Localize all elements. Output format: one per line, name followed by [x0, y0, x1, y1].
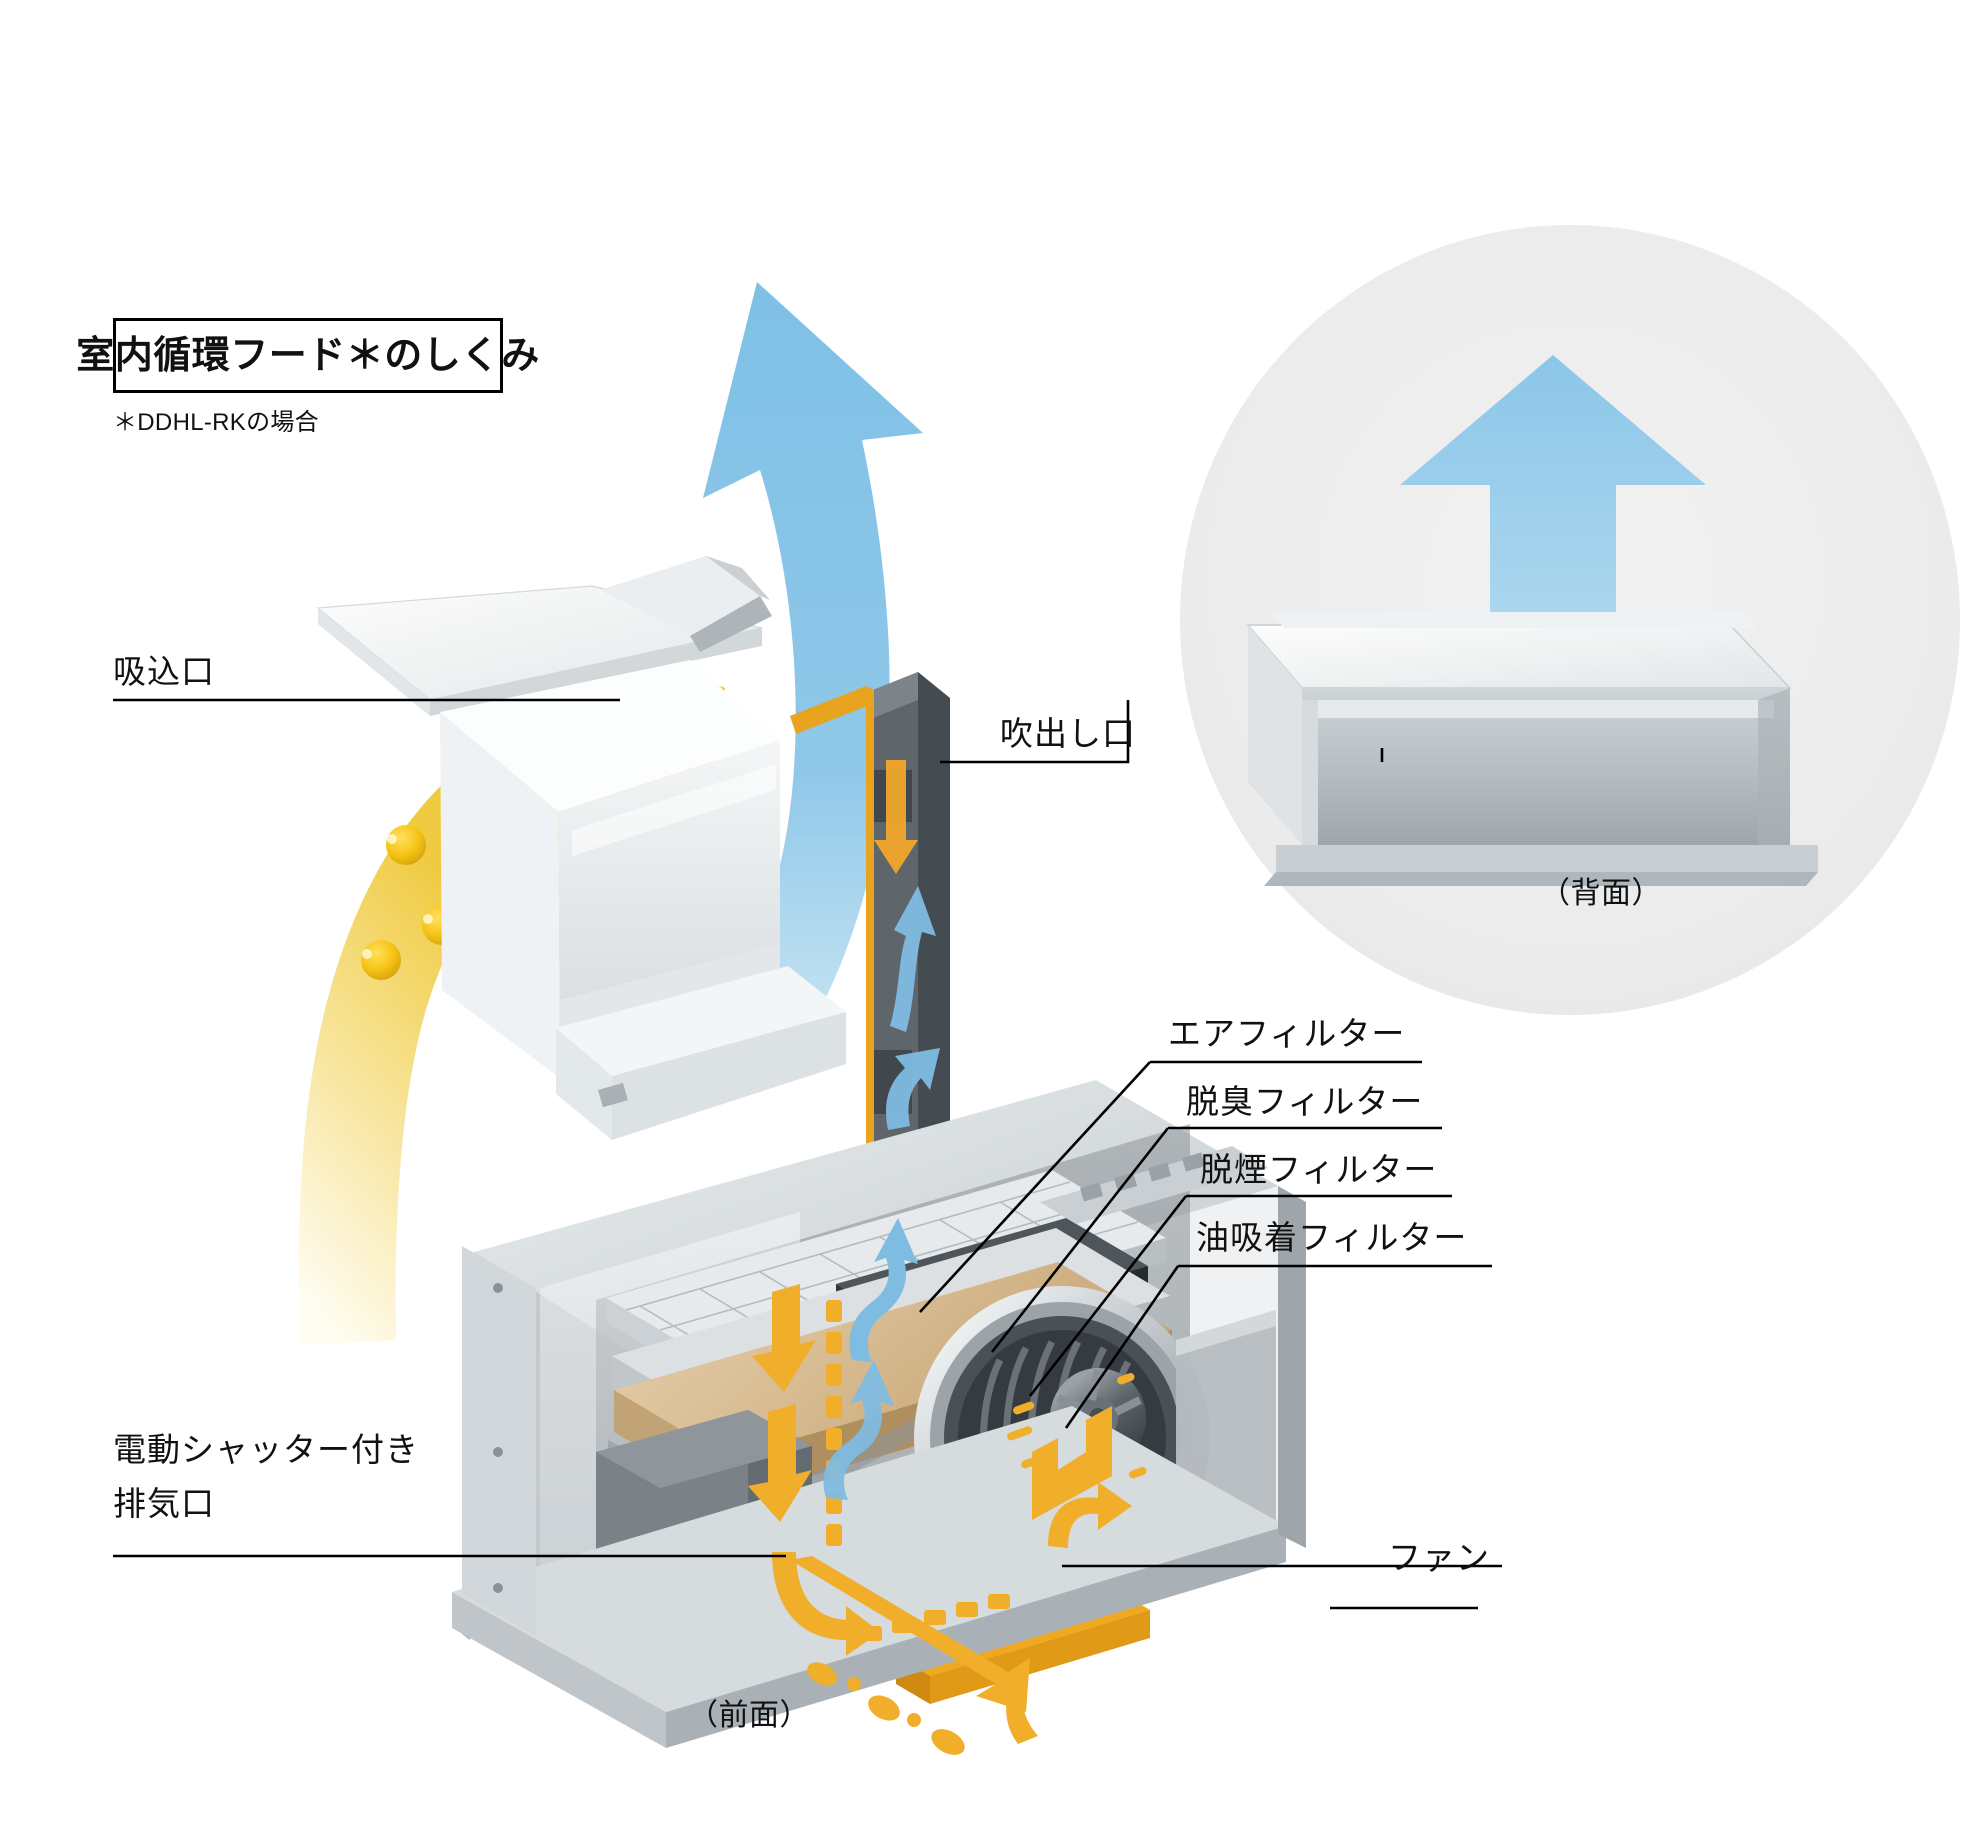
page-title: 室内循環フード＊のしくみ [76, 334, 540, 377]
leader-deodor [990, 1127, 1170, 1353]
label-fan: ファン [1388, 1539, 1490, 1576]
label-air-filter: エアフィルター [1168, 1015, 1406, 1052]
label-outlet: 吹出し口 [1000, 715, 1136, 752]
label-exhaust-shutter-line2: 排気口 [113, 1485, 215, 1522]
leader-outlet [940, 700, 1130, 764]
label-oil-adsorption-filter: 油吸着フィルター [1196, 1219, 1468, 1256]
internal-flow-arrows [748, 1218, 1147, 1755]
label-deodorizing-filter: 脱臭フィルター [1186, 1083, 1424, 1120]
label-intake: 吸込口 [113, 653, 215, 690]
leader-oil [1064, 1265, 1180, 1429]
hood-canopy [316, 556, 846, 1140]
motor-deck-detail [1040, 1146, 1268, 1224]
caption-front-view: （前面） [688, 1699, 810, 1732]
rear-arrow-icon [1400, 355, 1706, 800]
title-note: ＊DDHL-RKの場合 [113, 409, 319, 436]
title-box: 室内循環フード＊のしくみ [76, 318, 539, 393]
leader-desmoke [1028, 1195, 1188, 1397]
label-desmoking-filter: 脱煙フィルター [1200, 1151, 1438, 1188]
label-exhaust-shutter-line1: 電動シャッター付き [113, 1431, 419, 1468]
rear-hood-body [1246, 612, 1818, 886]
leader-air-filter [919, 1061, 1151, 1313]
caption-rear-view: （背面） [1540, 877, 1662, 910]
rear-view-inset [1180, 225, 1960, 1015]
